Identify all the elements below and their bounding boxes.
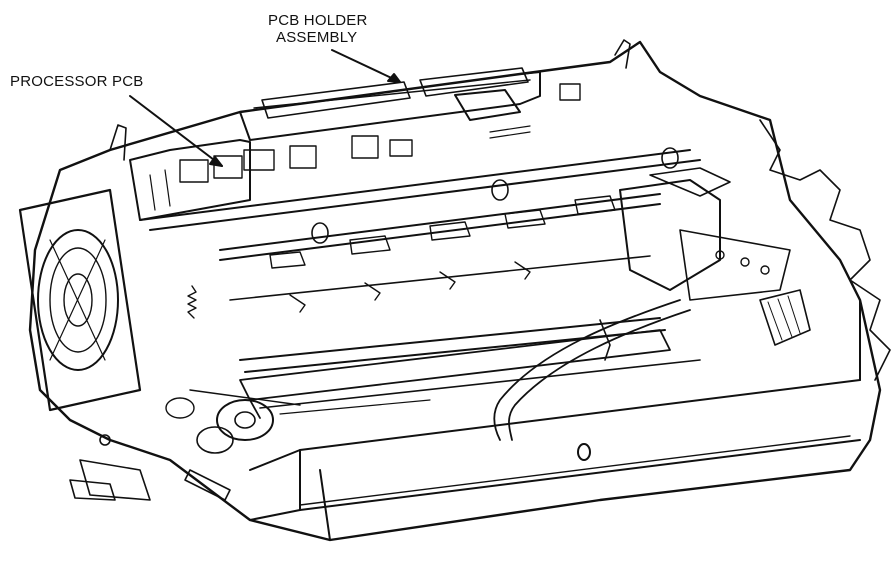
cooling-fan xyxy=(18,188,142,412)
callout-processor-pcb-line-1: PROCESSOR PCB xyxy=(10,73,144,90)
tension-spring xyxy=(187,285,197,319)
chassis-frame xyxy=(28,40,891,542)
guide-rods xyxy=(139,149,701,415)
pcb-holder-assembly xyxy=(239,67,581,141)
ribbon-cable xyxy=(493,299,691,441)
gear-knob xyxy=(165,389,301,454)
leader-pcb-holder xyxy=(331,49,401,83)
callout-processor-pcb: PROCESSOR PCB xyxy=(10,73,143,90)
platen xyxy=(239,329,671,419)
processor-pcb xyxy=(129,125,531,221)
side-brackets xyxy=(109,39,631,361)
callout-pcb-holder-line-2: ASSEMBLY xyxy=(276,29,358,46)
rod-rollers xyxy=(311,147,679,244)
callout-pcb-holder-line-1: PCB HOLDER xyxy=(268,12,368,29)
callout-pcb-holder-assembly: PCB HOLDER ASSEMBLY xyxy=(268,12,368,46)
connector-bracket xyxy=(69,434,231,501)
print-carriage xyxy=(619,167,811,346)
paper-guides xyxy=(269,195,616,313)
